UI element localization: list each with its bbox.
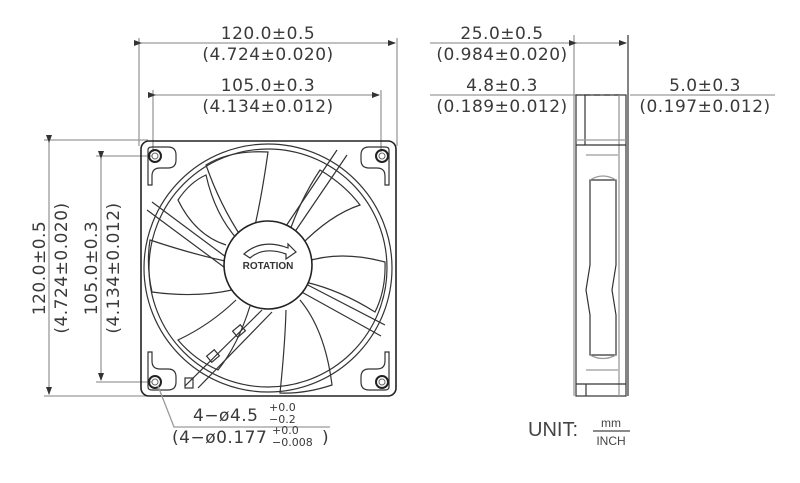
- shroud-outer: [143, 143, 393, 393]
- hole-tol-upper-mm: +0.0: [269, 401, 296, 414]
- right-flange-mm: 5.0±0.3: [669, 76, 741, 96]
- unit-label: UNIT:: [528, 419, 578, 441]
- hole-leader-line: [157, 385, 330, 428]
- mounting-holes: [148, 149, 389, 389]
- rotation-arrow-icon: [243, 242, 297, 261]
- right-flange-inch: (0.197±0.012): [639, 97, 770, 117]
- mounting-hole-callout: 4−ø4.5 +0.0 −0.2 (4−ø0.177 +0.0 −0.008 ): [172, 401, 329, 449]
- hub: [223, 220, 313, 310]
- fan-blades: [147, 151, 386, 394]
- left-flange-inch: (0.189±0.012): [436, 97, 567, 117]
- side-body: [575, 94, 627, 397]
- front-view: ROTATION 120.0±0.5 (4.724±0.020) 105.0±0…: [30, 24, 398, 449]
- left-flange-mm: 4.8±0.3: [466, 76, 538, 96]
- width-inch: (4.724±0.020): [202, 45, 333, 65]
- depth-inch: (0.984±0.020): [436, 45, 567, 65]
- hole-width-mm: 105.0±0.3: [221, 76, 315, 96]
- unit-denominator: INCH: [596, 434, 625, 448]
- hole-height-inch: (4.134±0.012): [104, 202, 124, 333]
- hole-height-mm: 105.0±0.3: [82, 221, 102, 315]
- height-inch: (4.724±0.020): [52, 202, 72, 333]
- hole-diameter-inch: (4−ø0.177: [172, 428, 267, 448]
- hole-tol-lower-mm: −0.2: [269, 413, 296, 426]
- depth-mm: 25.0±0.5: [460, 24, 543, 44]
- hole-inch-close-paren: ): [322, 428, 329, 448]
- unit-legend: UNIT: mm INCH: [528, 416, 630, 448]
- height-mm: 120.0±0.5: [30, 221, 50, 315]
- side-profile-hourglass: [585, 179, 617, 356]
- support-struts: [146, 149, 386, 389]
- width-mm: 120.0±0.5: [221, 24, 315, 44]
- hole-tol-lower-inch: −0.008: [272, 436, 313, 449]
- hole-tol-upper-inch: +0.0: [272, 424, 299, 437]
- hole-diameter-mm: 4−ø4.5: [193, 406, 259, 426]
- side-view: 25.0±0.5 (0.984±0.020) 4.8±0.3 (0.189±0.…: [430, 24, 775, 397]
- hole-width-inch: (4.134±0.012): [202, 97, 333, 117]
- fan-frame: [140, 140, 397, 397]
- unit-numerator: mm: [601, 416, 621, 430]
- rotation-label: ROTATION: [243, 261, 294, 272]
